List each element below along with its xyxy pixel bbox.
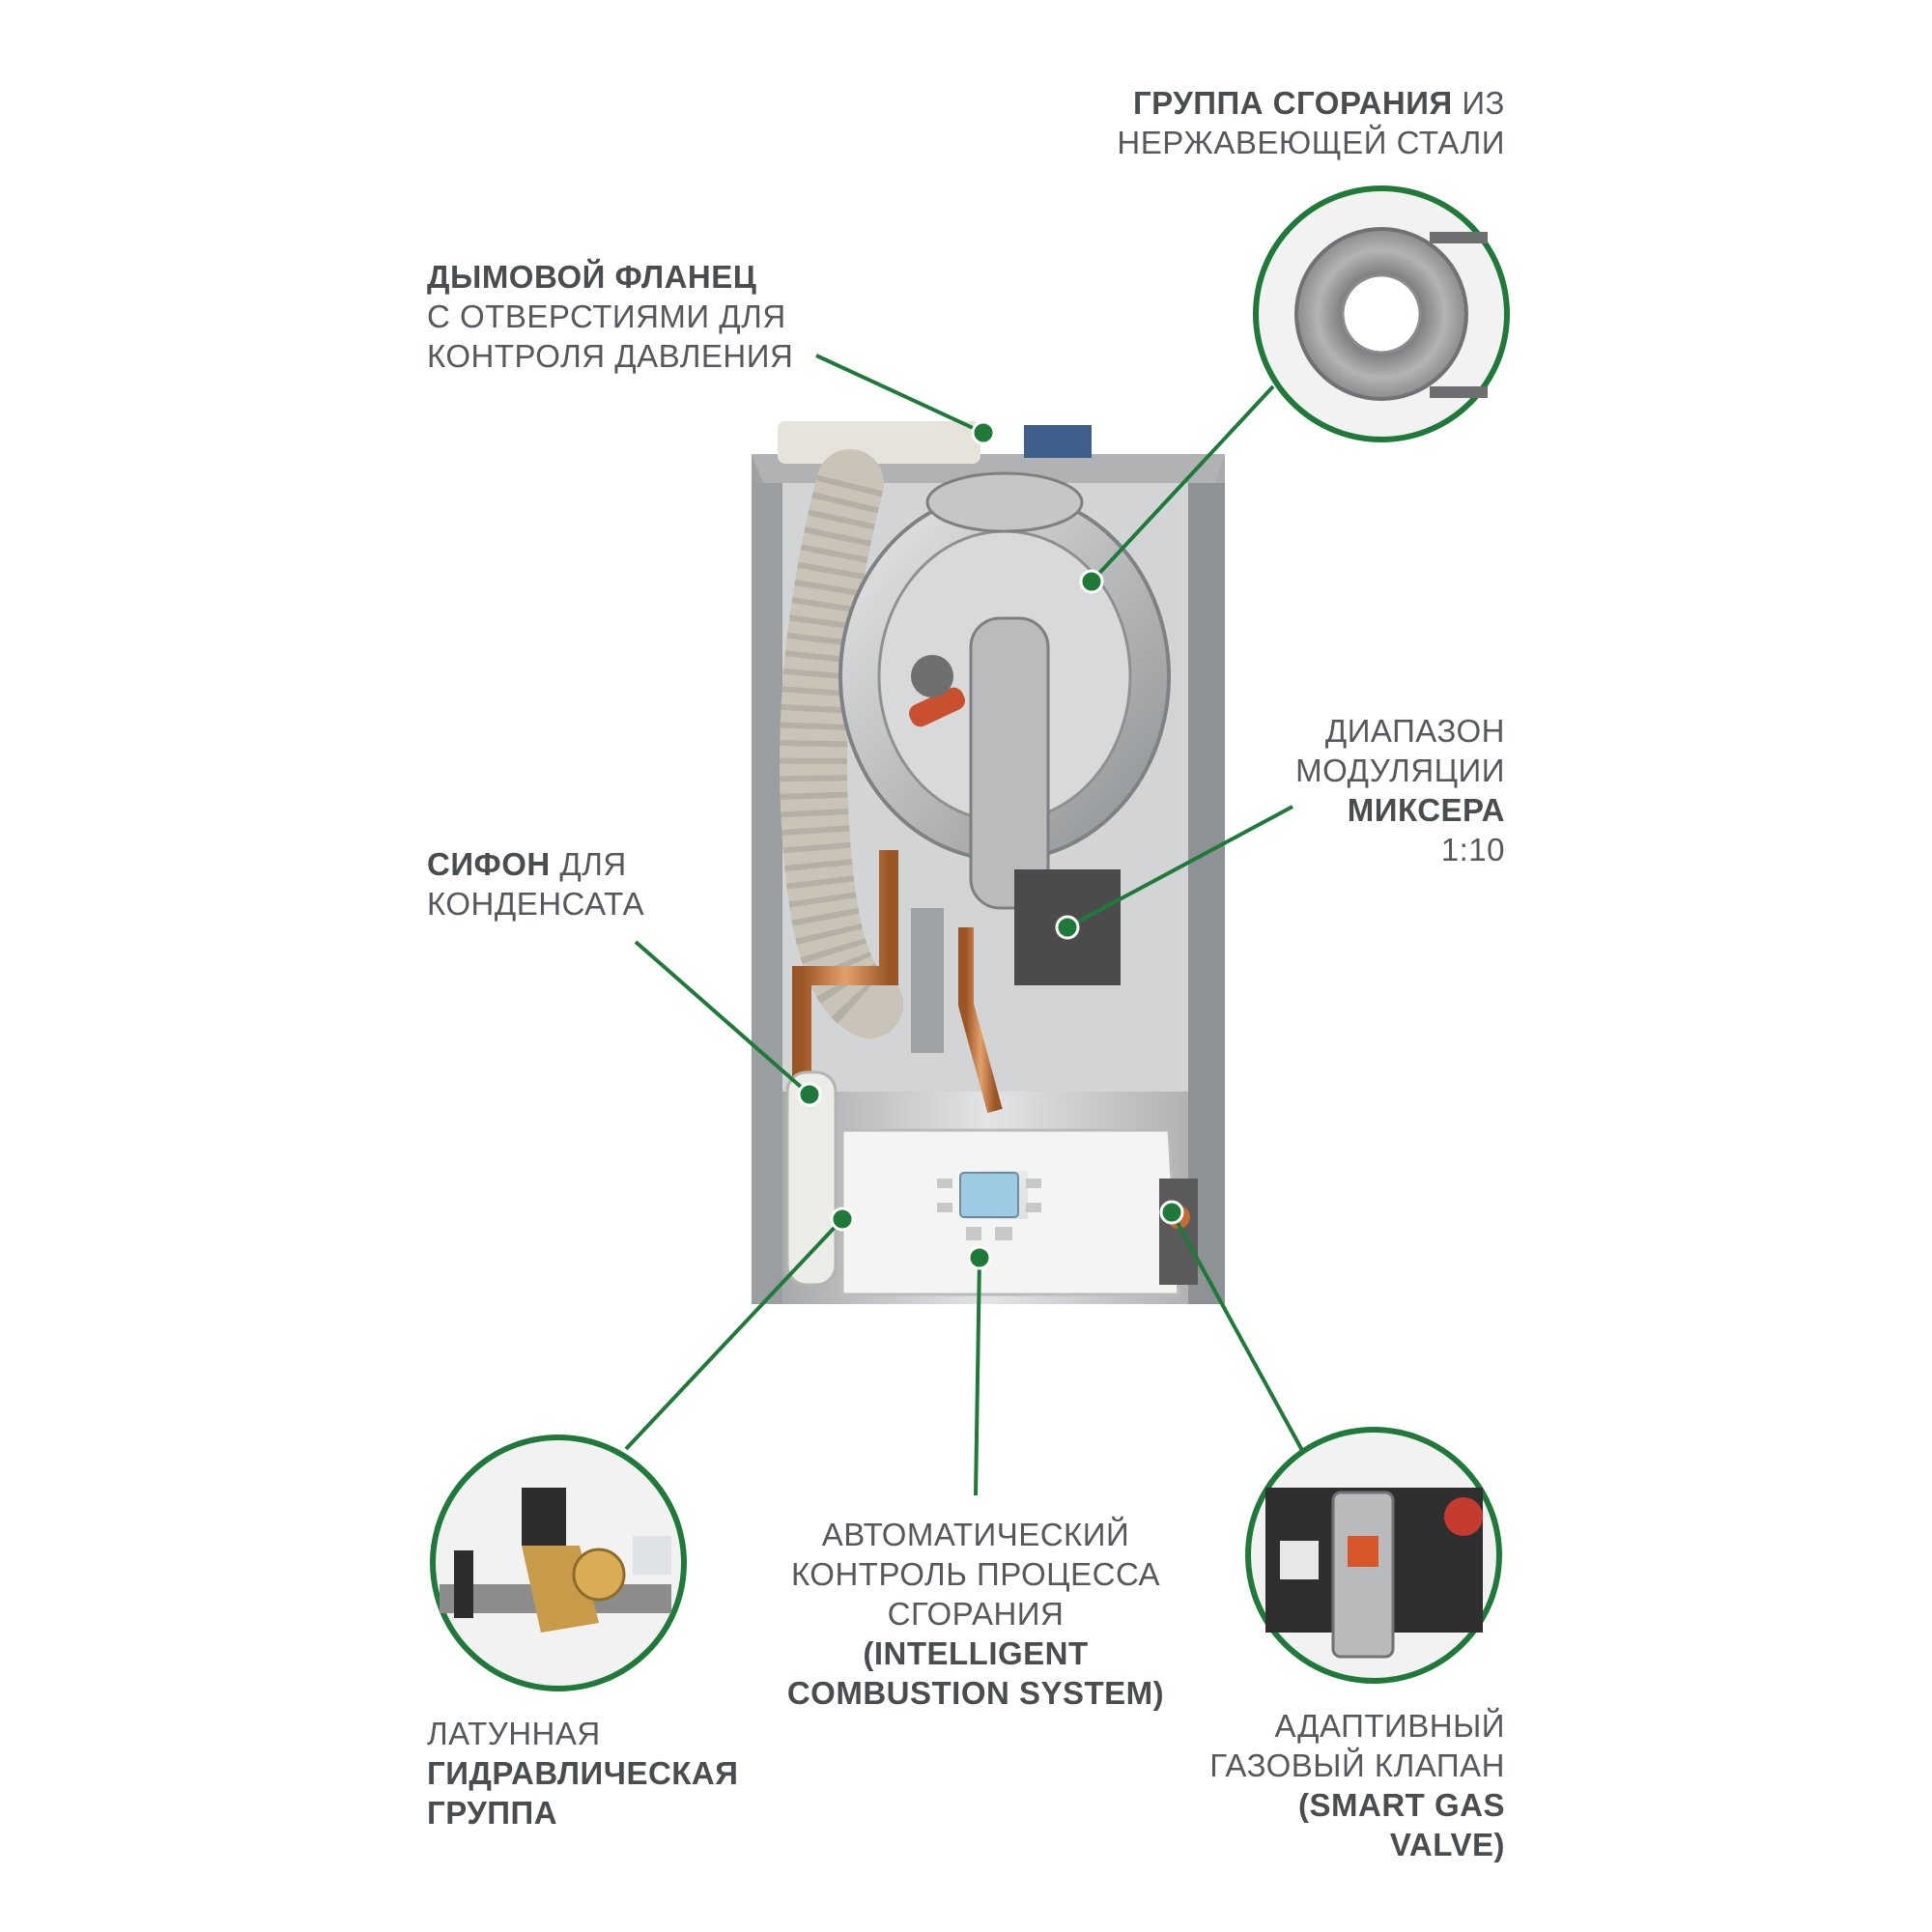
- heat-exchanger-part: [838, 471, 1171, 910]
- label-combustion-control: АВТОМАТИЧЕСКИЙ КОНТРОЛЬ ПРОЦЕССА СГОРАНИ…: [734, 1515, 1217, 1713]
- combustion-control-line2: КОНТРОЛЬ ПРОЦЕССА: [790, 1556, 1161, 1592]
- hydraulic-line1: ЛАТУННАЯ: [427, 1716, 601, 1751]
- combustion-group-line2: НЕРЖАВЕЮЩЕЙ СТАЛИ: [1117, 125, 1505, 160]
- leader-gas-valve: [1170, 1211, 1306, 1455]
- leader-combustion-group: [1090, 384, 1275, 583]
- siphon-suffix: ДЛЯ: [550, 846, 627, 882]
- gas-valve-line4: VALVE): [1389, 1827, 1505, 1862]
- siphon-title: СИФОН: [427, 846, 551, 882]
- label-hydraulic-group: ЛАТУННАЯ ГИДРАВЛИЧЕСКАЯ ГРУППА: [427, 1714, 794, 1833]
- dot-mixer: [1055, 915, 1080, 940]
- leader-flue-flange: [815, 354, 984, 435]
- combustion-control-line1: АВТОМАТИЧЕСКИЙ: [821, 1517, 1130, 1552]
- mixer-line1: ДИАПАЗОН: [1324, 713, 1505, 749]
- leader-siphon: [634, 940, 811, 1096]
- mixer-title: МИКСЕРА: [1347, 792, 1505, 828]
- label-gas-valve: АДАПТИВНЫЙ ГАЗОВЫЙ КЛАПАН (SMART GAS VAL…: [1150, 1706, 1505, 1864]
- detail-circle-heat-exchanger: [1253, 185, 1510, 442]
- flue-flange-line2: С ОТВЕРСТИЯМИ ДЛЯ: [427, 298, 786, 334]
- detail-circle-gas-valve: [1245, 1427, 1502, 1684]
- combustion-control-line3: СГОРАНИЯ: [887, 1596, 1065, 1632]
- combustion-control-line4: (INTELLIGENT: [863, 1635, 1089, 1671]
- combustion-control-line5: COMBUSTION SYSTEM): [786, 1675, 1165, 1711]
- siphon-line2: КОНДЕНСАТА: [427, 886, 645, 922]
- siphon-part: [785, 1070, 838, 1287]
- gas-valve-line2: ГАЗОВЫЙ КЛАПАН: [1209, 1747, 1505, 1783]
- dot-hydraulic: [830, 1207, 855, 1232]
- label-flue-flange: ДЫМОВОЙ ФЛАНЕЦ С ОТВЕРСТИЯМИ ДЛЯ КОНТРОЛ…: [427, 257, 833, 376]
- hydraulic-line2: ГИДРАВЛИЧЕСКАЯ: [427, 1755, 739, 1791]
- gas-valve-line3: (SMART GAS: [1298, 1787, 1505, 1823]
- flue-flange-part: [778, 421, 1092, 464]
- dot-combustion-group: [1079, 569, 1104, 594]
- detail-circle-hydraulic-group: [430, 1435, 687, 1691]
- combustion-group-suffix: ИЗ: [1452, 85, 1505, 121]
- flue-flange-line3: КОНТРОЛЯ ДАВЛЕНИЯ: [427, 338, 794, 374]
- gas-valve-line1: АДАПТИВНЫЙ: [1274, 1708, 1505, 1744]
- leader-combustion-control: [974, 1257, 981, 1496]
- dot-combustion-control: [967, 1245, 992, 1270]
- hydraulic-line3: ГРУППА: [427, 1795, 558, 1831]
- leader-mixer: [1066, 805, 1293, 929]
- dot-flue-flange: [971, 420, 996, 445]
- gas-valve-part: [1159, 1179, 1198, 1285]
- mixer-line2: МОДУЛЯЦИИ: [1295, 753, 1505, 788]
- mixer-ratio: 1:10: [1440, 832, 1505, 867]
- dot-gas-valve: [1159, 1200, 1184, 1225]
- label-combustion-group: ГРУППА СГОРАНИЯ ИЗ НЕРЖАВЕЮЩЕЙ СТАЛИ: [976, 83, 1505, 162]
- dot-siphon: [797, 1082, 822, 1107]
- leader-hydraulic: [624, 1217, 844, 1451]
- flue-flange-title: ДЫМОВОЙ ФЛАНЕЦ: [427, 259, 757, 295]
- control-panel: [840, 1128, 1180, 1296]
- label-condensate-siphon: СИФОН ДЛЯ КОНДЕНСАТА: [427, 844, 717, 923]
- label-mixer-modulation: ДИАПАЗОН МОДУЛЯЦИИ МИКСЕРА 1:10: [1208, 711, 1505, 869]
- combustion-group-title: ГРУППА СГОРАНИЯ: [1132, 85, 1453, 121]
